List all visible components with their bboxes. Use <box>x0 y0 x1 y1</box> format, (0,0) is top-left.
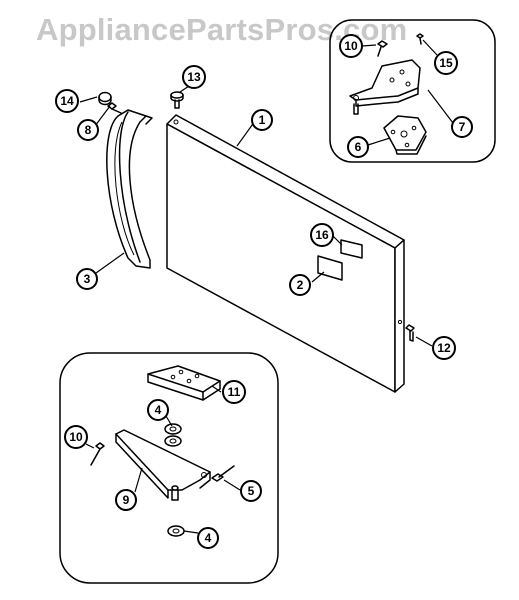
screw-part-13 <box>170 91 184 109</box>
screw-part-10-top <box>377 40 388 57</box>
callout-label: 11 <box>228 385 241 399</box>
hinge-inset-bottom <box>59 352 279 584</box>
callout-4-top: 4 <box>147 399 169 421</box>
callout-label: 7 <box>459 120 466 134</box>
screw-part-8 <box>107 102 122 114</box>
callout-label: 6 <box>355 140 362 154</box>
callout-5: 5 <box>240 480 262 502</box>
washers-part-4-top <box>164 423 182 447</box>
callout-11: 11 <box>222 380 246 404</box>
door-handle-part-3 <box>106 109 153 269</box>
callout-1: 1 <box>251 109 273 131</box>
callout-4-bottom: 4 <box>197 527 219 549</box>
callout-label: 8 <box>85 123 92 137</box>
callout-15: 15 <box>434 51 458 75</box>
door-panel-part-1 <box>166 114 405 393</box>
hinge-bracket-part-11 <box>147 365 221 401</box>
callout-label: 9 <box>123 493 130 507</box>
callout-label: 10 <box>344 39 358 53</box>
hinge-plate-part-6 <box>383 115 427 155</box>
callout-6: 6 <box>347 136 369 158</box>
callout-label: 4 <box>155 403 162 417</box>
screw-part-15 <box>416 33 424 45</box>
hinge-inset-top <box>329 19 496 163</box>
callout-3: 3 <box>76 268 98 290</box>
hinge-bracket-part-7 <box>349 59 421 115</box>
label-part-2 <box>317 255 343 281</box>
screw-part-5 <box>211 465 235 482</box>
callout-label: 2 <box>297 278 304 292</box>
label-part-16 <box>340 239 363 259</box>
callout-14: 14 <box>55 89 79 113</box>
screw-part-12 <box>405 324 415 342</box>
hinge-bracket-part-9 <box>115 429 211 501</box>
callout-label: 3 <box>84 272 91 286</box>
callout-12: 12 <box>432 336 456 360</box>
callout-label: 5 <box>248 484 255 498</box>
callout-label: 4 <box>205 531 212 545</box>
callout-label: 16 <box>315 228 329 242</box>
callout-label: 15 <box>439 56 453 70</box>
callout-10-top: 10 <box>339 34 363 58</box>
callout-9: 9 <box>115 489 137 511</box>
callout-10-bottom: 10 <box>64 425 88 449</box>
callout-13: 13 <box>182 65 206 89</box>
callout-7: 7 <box>451 116 473 138</box>
callout-label: 13 <box>187 70 201 84</box>
screw-part-10-bottom <box>90 442 105 466</box>
callout-label: 1 <box>259 113 266 127</box>
callout-label: 10 <box>69 430 83 444</box>
plug-part-14 <box>98 91 112 106</box>
callout-label: 14 <box>60 94 74 108</box>
callout-8: 8 <box>77 119 99 141</box>
leader-lines <box>79 39 454 534</box>
washer-part-4-bottom <box>167 525 185 537</box>
callout-16: 16 <box>310 223 334 247</box>
callout-2: 2 <box>289 274 311 296</box>
callout-label: 12 <box>437 341 451 355</box>
